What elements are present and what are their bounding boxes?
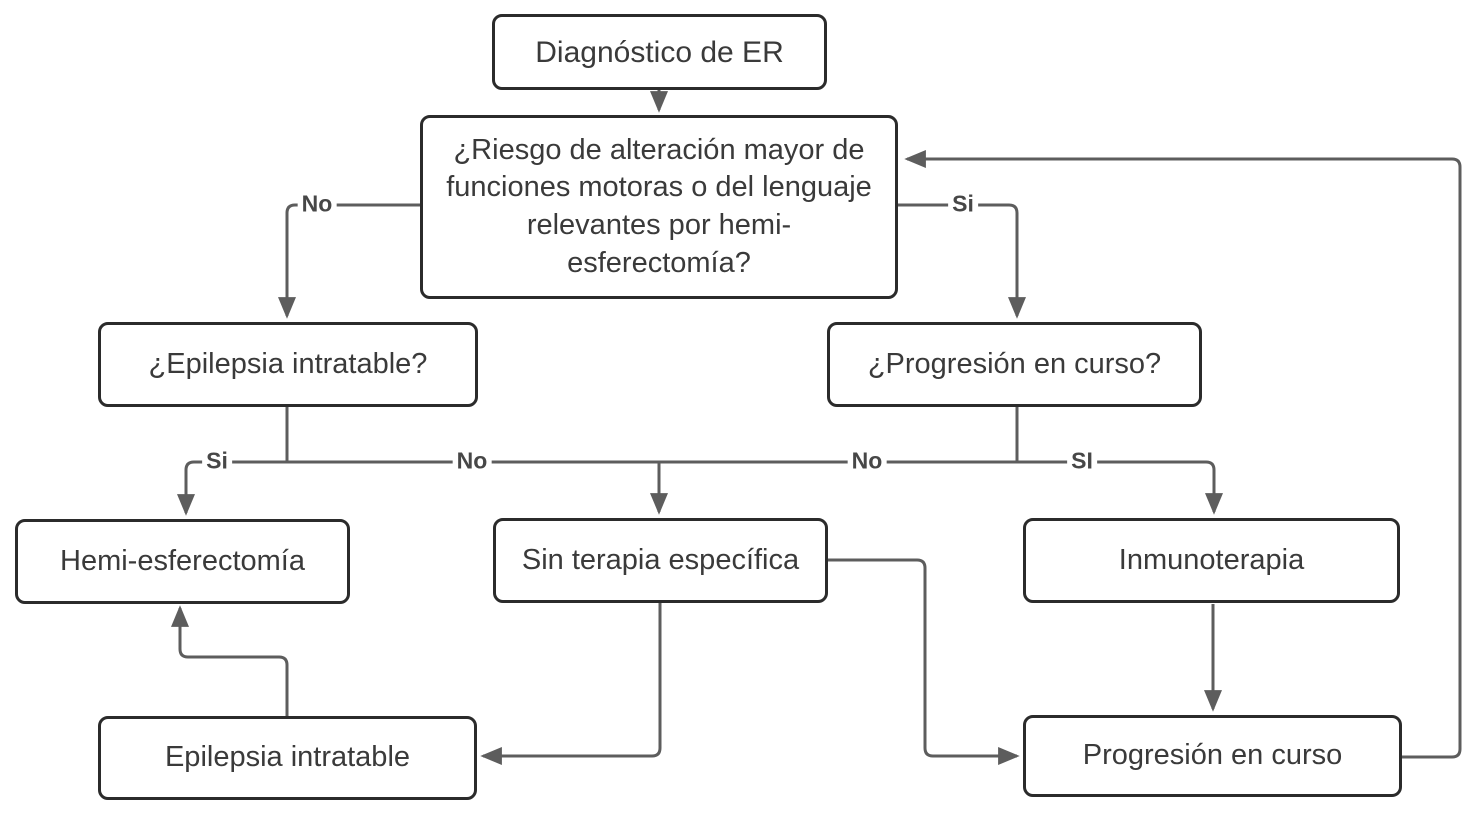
- connector-progresion-estado-riesgo-feedback: [904, 150, 1462, 759]
- node-inmunoterapia: Inmunoterapia: [1023, 518, 1400, 603]
- connector-riesgo-no-epilepsia: [278, 203, 420, 319]
- edge-label-riesgo-no: No: [297, 192, 337, 216]
- edge-label-progresion-si: SI: [1067, 449, 1097, 473]
- node-epilepsia-intratable-pregunta: ¿Epilepsia intratable?: [98, 322, 478, 407]
- edge-label-riesgo-si: Si: [948, 192, 978, 216]
- node-epilepsia-intratable-estado: Epilepsia intratable: [98, 716, 477, 800]
- connector-sin-terapia-progresion-estado: [828, 558, 1020, 765]
- connector-sin-terapia-epilepsia-estado: [480, 603, 662, 765]
- edge-label-progresion-no: No: [847, 449, 887, 473]
- connector-progresion-si-inmunoterapia: [657, 460, 1223, 515]
- node-progresion-en-curso-estado: Progresión en curso: [1023, 715, 1402, 797]
- connector-epilepsia-si-hemi: [177, 460, 661, 516]
- edge-label-epilepsia-si: Si: [202, 449, 232, 473]
- node-diagnostico-de-er: Diagnóstico de ER: [492, 14, 827, 90]
- edge-label-epilepsia-no: No: [452, 449, 492, 473]
- node-sin-terapia-especifica: Sin terapia específica: [493, 518, 828, 603]
- connector-riesgo-si-progresion: [898, 203, 1026, 319]
- node-riesgo-pregunta: ¿Riesgo de alteración mayor de funciones…: [420, 115, 898, 299]
- connector-epilepsia-estado-hemi: [171, 605, 289, 716]
- node-progresion-en-curso-pregunta: ¿Progresión en curso?: [827, 322, 1202, 407]
- node-hemi-esferectomia: Hemi-esferectomía: [15, 519, 350, 604]
